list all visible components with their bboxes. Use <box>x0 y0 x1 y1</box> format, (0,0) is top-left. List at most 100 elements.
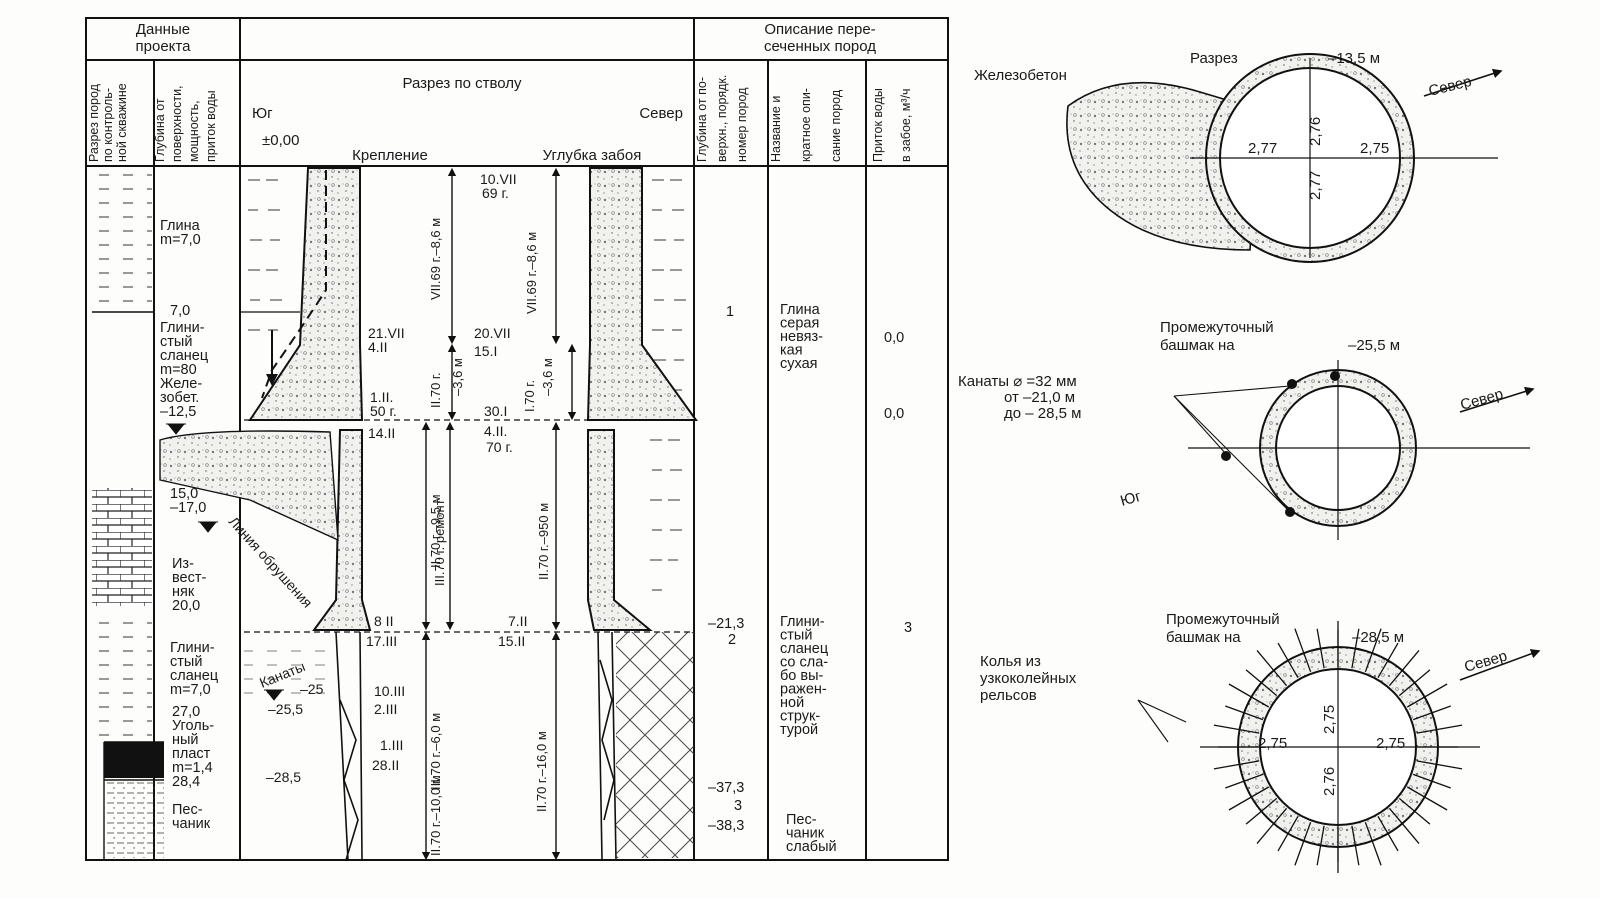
rail-stake <box>1398 669 1431 697</box>
desc-rock-name: слабый <box>786 839 837 855</box>
water-marks <box>166 423 284 701</box>
stratum-label: вест- <box>172 570 206 586</box>
vertical-annotation: II.70 г. <box>428 372 443 408</box>
stratum-label: m=7,0 <box>160 232 201 248</box>
section2-ropes-3: до – 28,5 м <box>1004 405 1081 422</box>
col-water-1: Приток воды <box>871 88 885 162</box>
rail-stake <box>1377 815 1399 852</box>
support-date: 17.III <box>366 633 397 649</box>
ground-hatch <box>248 179 686 591</box>
support-date: 1.III <box>380 737 403 753</box>
desc-rock-name: ной <box>780 695 804 711</box>
col-depth-3: мощность, <box>187 100 201 162</box>
vertical-annotation: II.70 г.–950 м <box>536 503 551 580</box>
rail-stake <box>1225 773 1264 789</box>
section1-level: –13,5 м <box>1328 50 1380 67</box>
desc-rock-name: струк- <box>780 709 820 725</box>
section3-note-3: рельсов <box>980 687 1037 704</box>
support-depth: –28,5 <box>266 769 301 785</box>
stratum-label: Глини- <box>160 320 205 336</box>
support-depth: –25 <box>300 681 324 697</box>
coal-seam <box>104 742 164 778</box>
shale-fill <box>92 622 152 740</box>
lower-shaft-walls <box>335 631 617 861</box>
stratum-label: 28,4 <box>172 774 200 790</box>
desc-rock-name: кая <box>780 343 803 359</box>
rail-stake <box>1294 821 1312 866</box>
stake-leaders <box>1137 699 1187 743</box>
col-borehole-1: Разрез пород <box>87 83 101 162</box>
rope-leaders <box>1173 385 1291 511</box>
stratum-label: ный <box>172 732 199 748</box>
section3-note-1: Колья из <box>980 653 1041 670</box>
section2-south: Юг <box>1118 488 1143 510</box>
col-water-2: в забое, м³/ч <box>899 88 913 162</box>
rail-stake <box>1412 705 1451 721</box>
stratum-label: пласт <box>172 746 211 762</box>
rotated-headers: Разрез пород по контроль- ной скважине Г… <box>87 75 913 162</box>
support-date: 21.VII <box>368 325 405 341</box>
stratum-label: няк <box>172 584 195 600</box>
stratum-label: 20,0 <box>172 598 200 614</box>
left-lining-upper <box>248 167 364 421</box>
header-description-2: сеченных пород <box>764 38 876 55</box>
stratum-label: 27,0 <box>172 704 200 720</box>
rail-stake <box>1256 650 1288 687</box>
rail-stake <box>1388 650 1420 687</box>
south-label: Юг <box>252 105 273 122</box>
section1-north: Север <box>1427 73 1473 100</box>
rail-stake <box>1213 724 1260 734</box>
vertical-annotation: VII.69 г.–8,6 м <box>524 232 539 314</box>
stratum-label: сланец <box>170 668 218 684</box>
sinking-date: 70 г. <box>486 439 513 455</box>
vertical-annotation: II.70 г.–9,5 м <box>428 494 443 568</box>
section2-title-2: башмак на <box>1160 337 1235 354</box>
rail-stakes <box>1213 621 1463 873</box>
support-date: 8 II <box>374 613 393 629</box>
vertical-annotation: III.70 г.–6,0 м <box>428 713 443 790</box>
col-rockname-2: кратное опи- <box>799 88 813 162</box>
desc-rock-name: бо вы- <box>780 668 824 684</box>
desc-rock-name: невяз- <box>780 329 823 345</box>
stratum-label: стый <box>170 654 202 670</box>
rail-stake <box>1213 760 1260 770</box>
collapse-line <box>261 170 327 399</box>
rail-stake <box>1406 683 1448 708</box>
rail-stake <box>1364 628 1382 673</box>
vertical-annotation: –3,6 м <box>450 358 465 396</box>
support-date: 10.III <box>374 683 405 699</box>
desc-rock-name: Глина <box>780 302 821 318</box>
shaft-section <box>159 167 698 861</box>
vertical-annotation: I.70 г. <box>522 380 537 412</box>
borehole-column <box>92 168 164 860</box>
col-depthnum-1: Глубина от по- <box>695 77 709 162</box>
stratum-label: Глини- <box>170 640 215 656</box>
desc-rock-name: стый <box>780 628 812 644</box>
rail-stake <box>1412 773 1451 789</box>
col-depthnum-3: номер пород <box>735 87 749 162</box>
support-depth: –25,5 <box>268 701 303 717</box>
sinking-date: 15.I <box>474 343 497 359</box>
rail-stake <box>1256 807 1288 844</box>
vertical-annotation: III.70 г. ремонт <box>432 499 447 586</box>
desc-depth: –38,3 <box>708 818 744 834</box>
rail-stake <box>1406 786 1448 811</box>
section3-level: –28,5 м <box>1352 629 1404 646</box>
desc-depth: –37,3 <box>708 780 744 796</box>
support-date: 1.II. <box>370 389 393 405</box>
rail-stake <box>1245 797 1278 825</box>
col-rockname-3: сание пород <box>829 89 843 162</box>
limestone-fill <box>92 488 152 606</box>
stratum-label: –12,5 <box>160 404 196 420</box>
collapse-zone <box>159 430 339 542</box>
vertical-annotation: VII.69 г.–8,6 м <box>428 218 443 300</box>
col-depth-2: поверхности, <box>170 85 184 162</box>
rail-stake <box>1245 669 1278 697</box>
desc-rock-name: серая <box>780 316 819 332</box>
desc-order: 2 <box>728 632 736 648</box>
rail-stake <box>1364 821 1382 866</box>
sinking-date: 30.I <box>484 403 507 419</box>
section3-dim-right: 2,75 <box>1376 735 1405 752</box>
section1-title: Разрез <box>1190 50 1238 67</box>
